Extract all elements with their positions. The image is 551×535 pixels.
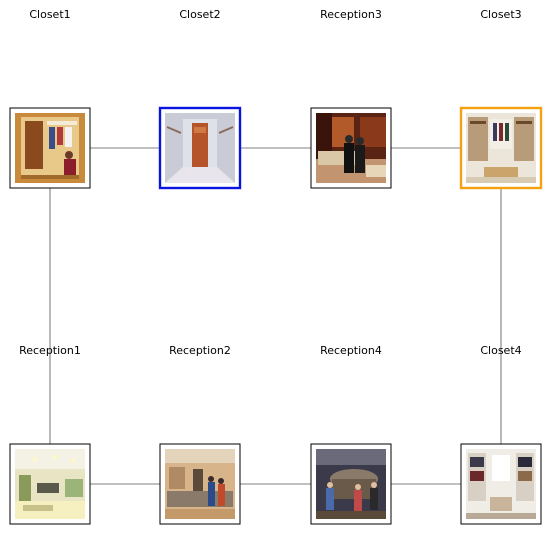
node-label-reception4: Reception4 [320, 344, 382, 357]
node-reception4[interactable]: Reception4 [310, 344, 392, 525]
node-reception1[interactable]: Reception1 [9, 344, 91, 525]
node-thumbnail-closet3 [466, 113, 536, 183]
node-thumbnail-reception3 [316, 113, 386, 183]
node-label-reception1: Reception1 [19, 344, 81, 357]
node-closet1[interactable]: Closet1 [9, 8, 91, 189]
node-thumbnail-reception2 [165, 449, 235, 519]
edges-layer [49, 147, 502, 485]
nodes-layer: Closet1 Closet2 Reception3 Closet3Reception… [9, 8, 543, 525]
node-closet2[interactable]: Closet2 [158, 8, 242, 190]
node-label-closet1: Closet1 [29, 8, 70, 21]
node-reception3[interactable]: Reception3 [310, 8, 392, 189]
node-thumbnail-closet4 [466, 449, 536, 519]
node-closet3[interactable]: Closet3 [459, 8, 543, 190]
node-thumbnail-reception4 [316, 449, 386, 519]
node-closet4[interactable]: Closet4 [460, 344, 542, 525]
node-reception2[interactable]: Reception2 [159, 344, 241, 525]
node-thumbnail-reception1 [15, 449, 85, 519]
node-label-closet3: Closet3 [480, 8, 521, 21]
node-label-reception3: Reception3 [320, 8, 382, 21]
node-thumbnail-closet1 [15, 113, 85, 183]
node-thumbnail-closet2 [165, 113, 235, 183]
node-label-closet2: Closet2 [179, 8, 220, 21]
node-label-reception2: Reception2 [169, 344, 231, 357]
node-label-closet4: Closet4 [480, 344, 521, 357]
